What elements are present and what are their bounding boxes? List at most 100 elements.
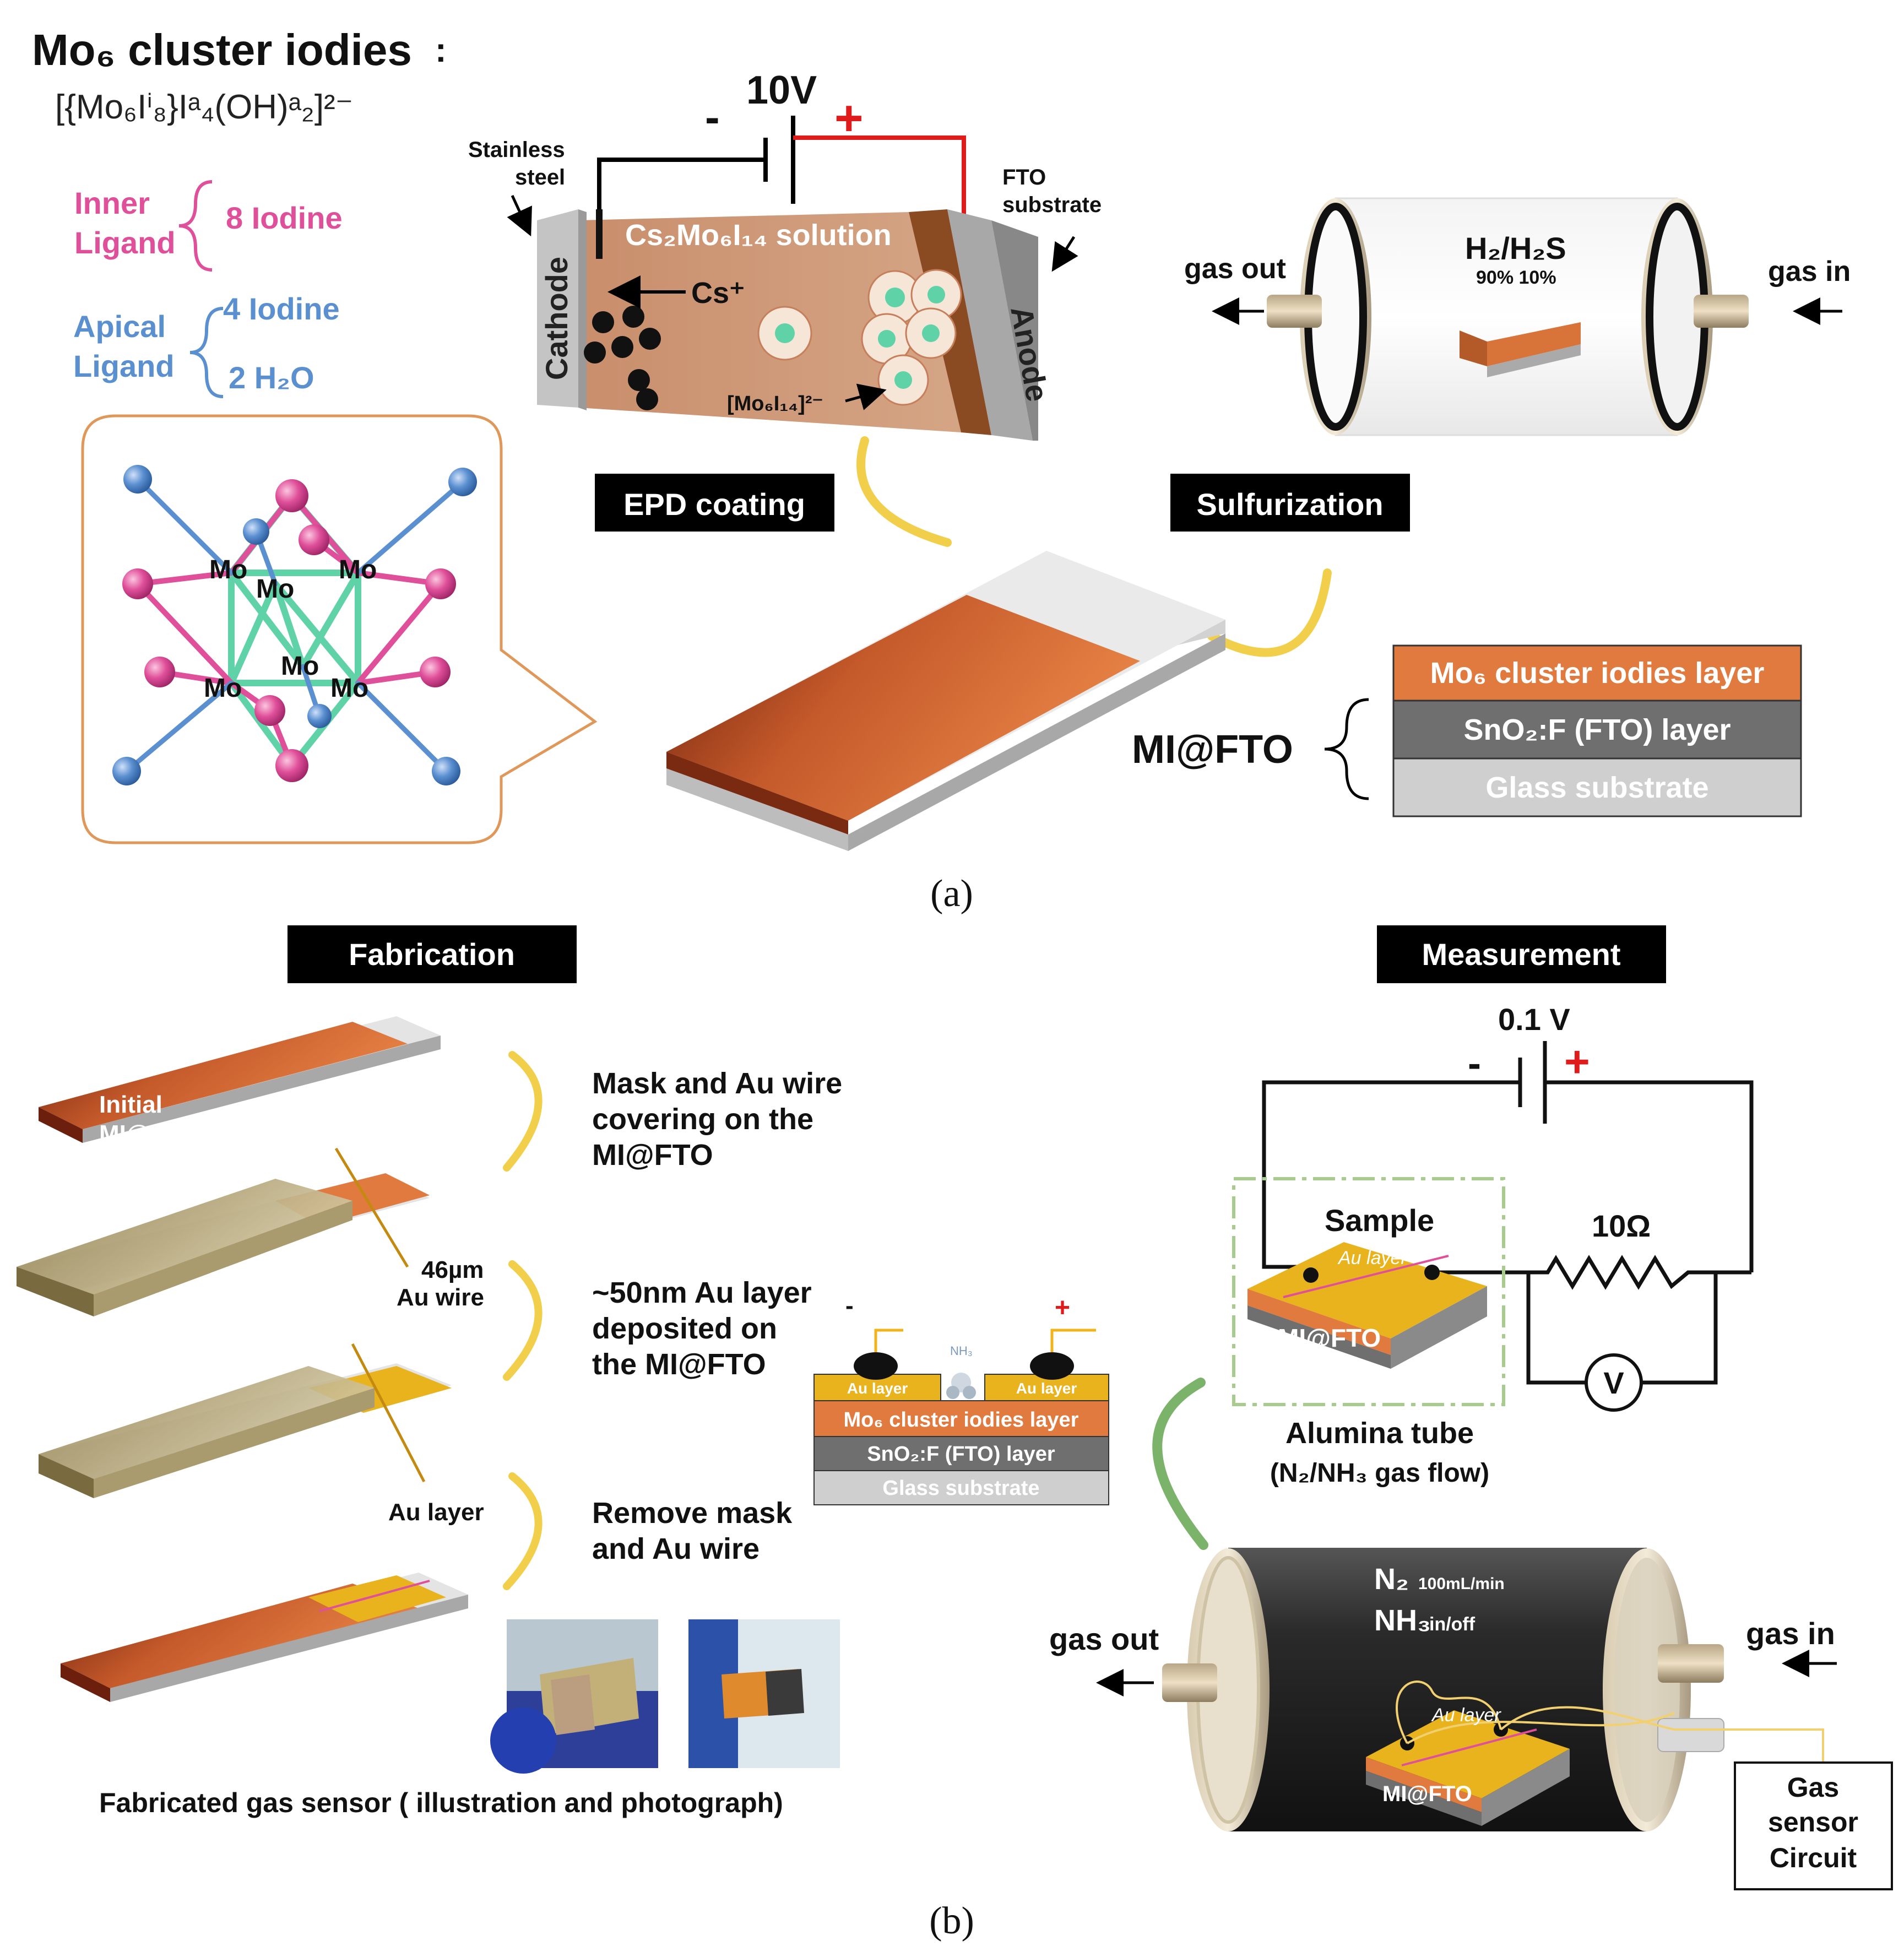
layer-stack-a: MI@FTO Mo₆ cluster iodies layer SnO₂:F (… bbox=[1132, 644, 1802, 817]
fto-label-1: FTO bbox=[1002, 165, 1046, 189]
step1-line-1: Mask and Au wire bbox=[592, 1067, 842, 1100]
photo-1 bbox=[490, 1619, 658, 1774]
stack-layer-mid: SnO₂:F (FTO) layer bbox=[867, 1443, 1055, 1466]
apical-ligand-value-1: 4 Iodine bbox=[223, 291, 340, 326]
step-arrow-2 bbox=[503, 1260, 543, 1381]
mi-fto-label: MI@FTO bbox=[1132, 728, 1293, 772]
stack-plus: + bbox=[1055, 1293, 1070, 1322]
tube-b-n2: N₂ bbox=[1374, 1563, 1409, 1596]
epd-wire-positive bbox=[793, 135, 966, 220]
coated-slab bbox=[666, 551, 1225, 851]
photo-2 bbox=[688, 1619, 840, 1768]
sample-label: Sample bbox=[1325, 1203, 1434, 1238]
tube-a-gas-in: gas in bbox=[1768, 256, 1851, 288]
inner-ligand-value: 8 Iodine bbox=[226, 200, 343, 235]
mo6-title: Mo₆ cluster iodies bbox=[32, 25, 412, 74]
cluster-structure bbox=[124, 476, 465, 774]
epd-step-box bbox=[595, 474, 834, 532]
apical-ligand-value-2: 2 H₂O bbox=[229, 360, 314, 395]
tube-b-nh3-state: in/off bbox=[1429, 1614, 1476, 1635]
sulfurization-flow-arrow bbox=[1207, 568, 1332, 657]
stack-layer-bottom: Glass substrate bbox=[882, 1477, 1039, 1500]
tube-b-gas-in: gas in bbox=[1746, 1616, 1835, 1651]
stack-au-right: Au layer bbox=[1016, 1380, 1077, 1397]
tube-b-device: MI@FTO bbox=[1382, 1782, 1472, 1806]
mo-label: Mo bbox=[281, 652, 319, 681]
circuit-minus: - bbox=[1468, 1042, 1481, 1086]
circuit-plus: + bbox=[1564, 1037, 1590, 1086]
layer-a-mid: SnO₂:F (FTO) layer bbox=[1463, 713, 1731, 746]
step-arrow-1 bbox=[503, 1051, 543, 1172]
mo-label: Mo bbox=[339, 555, 377, 584]
resistor-label: 10Ω bbox=[1592, 1208, 1651, 1243]
circuit-box-line-1: Gas bbox=[1787, 1772, 1840, 1803]
mask-label: Mask bbox=[105, 1314, 173, 1345]
au-wire-label-1: 46µm bbox=[421, 1256, 484, 1283]
tube-a-ratio: 90% 10% bbox=[1476, 267, 1556, 288]
mo-label: Mo bbox=[256, 574, 294, 604]
inner-ligand-label-1: Inner bbox=[74, 186, 150, 220]
gas-flow-label: (N₂/NH₃ gas flow) bbox=[1270, 1459, 1489, 1488]
circuit-box-line-2: sensor bbox=[1768, 1807, 1858, 1837]
step-arrow-3 bbox=[503, 1472, 543, 1590]
au-layer-label: Au layer bbox=[388, 1499, 484, 1526]
sensor-stack: - + NH₃ Au layer Au layer Mo₆ cluster io… bbox=[813, 1292, 1109, 1505]
circuit-box-line-3: Circuit bbox=[1770, 1842, 1857, 1873]
epd-wire-negative bbox=[597, 158, 766, 215]
slab-au-deposited: Au layer bbox=[39, 1343, 484, 1526]
caption-a: (a) bbox=[930, 872, 973, 915]
stack-minus: - bbox=[845, 1292, 854, 1319]
voltmeter-label: V bbox=[1603, 1365, 1624, 1400]
tube-a-gas-out: gas out bbox=[1184, 253, 1286, 285]
slab-masked: Mask 46µm Au wire bbox=[17, 1147, 484, 1345]
panel-a: Mo₆ cluster iodies : [{Mo₆Iⁱ₈}Iᵃ₄(OH)ᵃ₂]… bbox=[32, 25, 1851, 915]
au-wire-label-2: Au wire bbox=[397, 1284, 484, 1311]
sulfurization-step-box bbox=[1170, 474, 1410, 532]
tube-b-au-layer: Au layer bbox=[1431, 1705, 1501, 1726]
step1-line-3: MI@FTO bbox=[592, 1139, 713, 1172]
measurement-header: Measurement bbox=[1422, 937, 1620, 972]
cluster-callout bbox=[81, 414, 598, 844]
au-wire bbox=[334, 1147, 409, 1268]
apical-ligand-label-1: Apical bbox=[73, 309, 166, 344]
tube-b-nh3: NH₃ bbox=[1374, 1604, 1431, 1637]
anion-cores bbox=[775, 286, 945, 389]
mo-label: Mo bbox=[330, 674, 368, 703]
step3-line-2: and Au wire bbox=[592, 1532, 760, 1565]
initial-label-2: MI@FTO bbox=[99, 1120, 198, 1147]
fabrication-header-box bbox=[288, 925, 577, 983]
circuit-voltage: 0.1 V bbox=[1498, 1002, 1570, 1037]
fabricated-caption: Fabricated gas sensor ( illustration and… bbox=[99, 1787, 783, 1818]
layer-a-bottom: Glass substrate bbox=[1485, 771, 1708, 804]
sample-au-layer: Au layer bbox=[1337, 1248, 1408, 1269]
fabrication-header: Fabrication bbox=[349, 937, 515, 972]
tube-b-n2-rate: 100mL/min bbox=[1418, 1575, 1505, 1593]
sample-region bbox=[1232, 1177, 1505, 1406]
stainless-label-1: Stainless bbox=[468, 138, 565, 162]
epd-step-label: EPD coating bbox=[623, 487, 805, 522]
mo6-title-colon: : bbox=[435, 31, 447, 69]
slab-initial: Initial MI@FTO bbox=[39, 1016, 441, 1147]
measurement-circuit: 0.1 V - + 10Ω V Sample Au layer MI@FTO A bbox=[1232, 1002, 1754, 1488]
step2-line-1: ~50nm Au layer bbox=[592, 1276, 812, 1309]
epd-flow-arrow bbox=[856, 436, 952, 547]
measurement-flow-arrow bbox=[1152, 1378, 1208, 1550]
inner-ligand-label-2: Ligand bbox=[74, 225, 176, 260]
step3-line-1: Remove mask bbox=[592, 1497, 793, 1530]
apical-ligand-label-2: Ligand bbox=[73, 349, 175, 383]
mo-atom-labels: Mo Mo Mo Mo Mo Mo bbox=[204, 555, 377, 703]
stainless-label-2: steel bbox=[515, 165, 565, 189]
tube-b-gas-out: gas out bbox=[1049, 1622, 1159, 1656]
alumina-tube-label: Alumina tube bbox=[1285, 1417, 1474, 1450]
epd-plus: + bbox=[834, 91, 864, 146]
measurement-header-box bbox=[1377, 925, 1666, 983]
slab-fabricated bbox=[61, 1573, 468, 1702]
layer-a-top: Mo₆ cluster iodies layer bbox=[1430, 657, 1765, 690]
apical-ligand-brace bbox=[189, 307, 224, 398]
stainless-pointer bbox=[507, 194, 532, 237]
mo6-formula: [{Mo₆Iⁱ₈}Iᵃ₄(OH)ᵃ₂]²⁻ bbox=[55, 88, 353, 126]
mo-label: Mo bbox=[209, 555, 247, 584]
stack-nh3: NH₃ bbox=[950, 1344, 973, 1358]
anion-pointer bbox=[845, 383, 887, 410]
